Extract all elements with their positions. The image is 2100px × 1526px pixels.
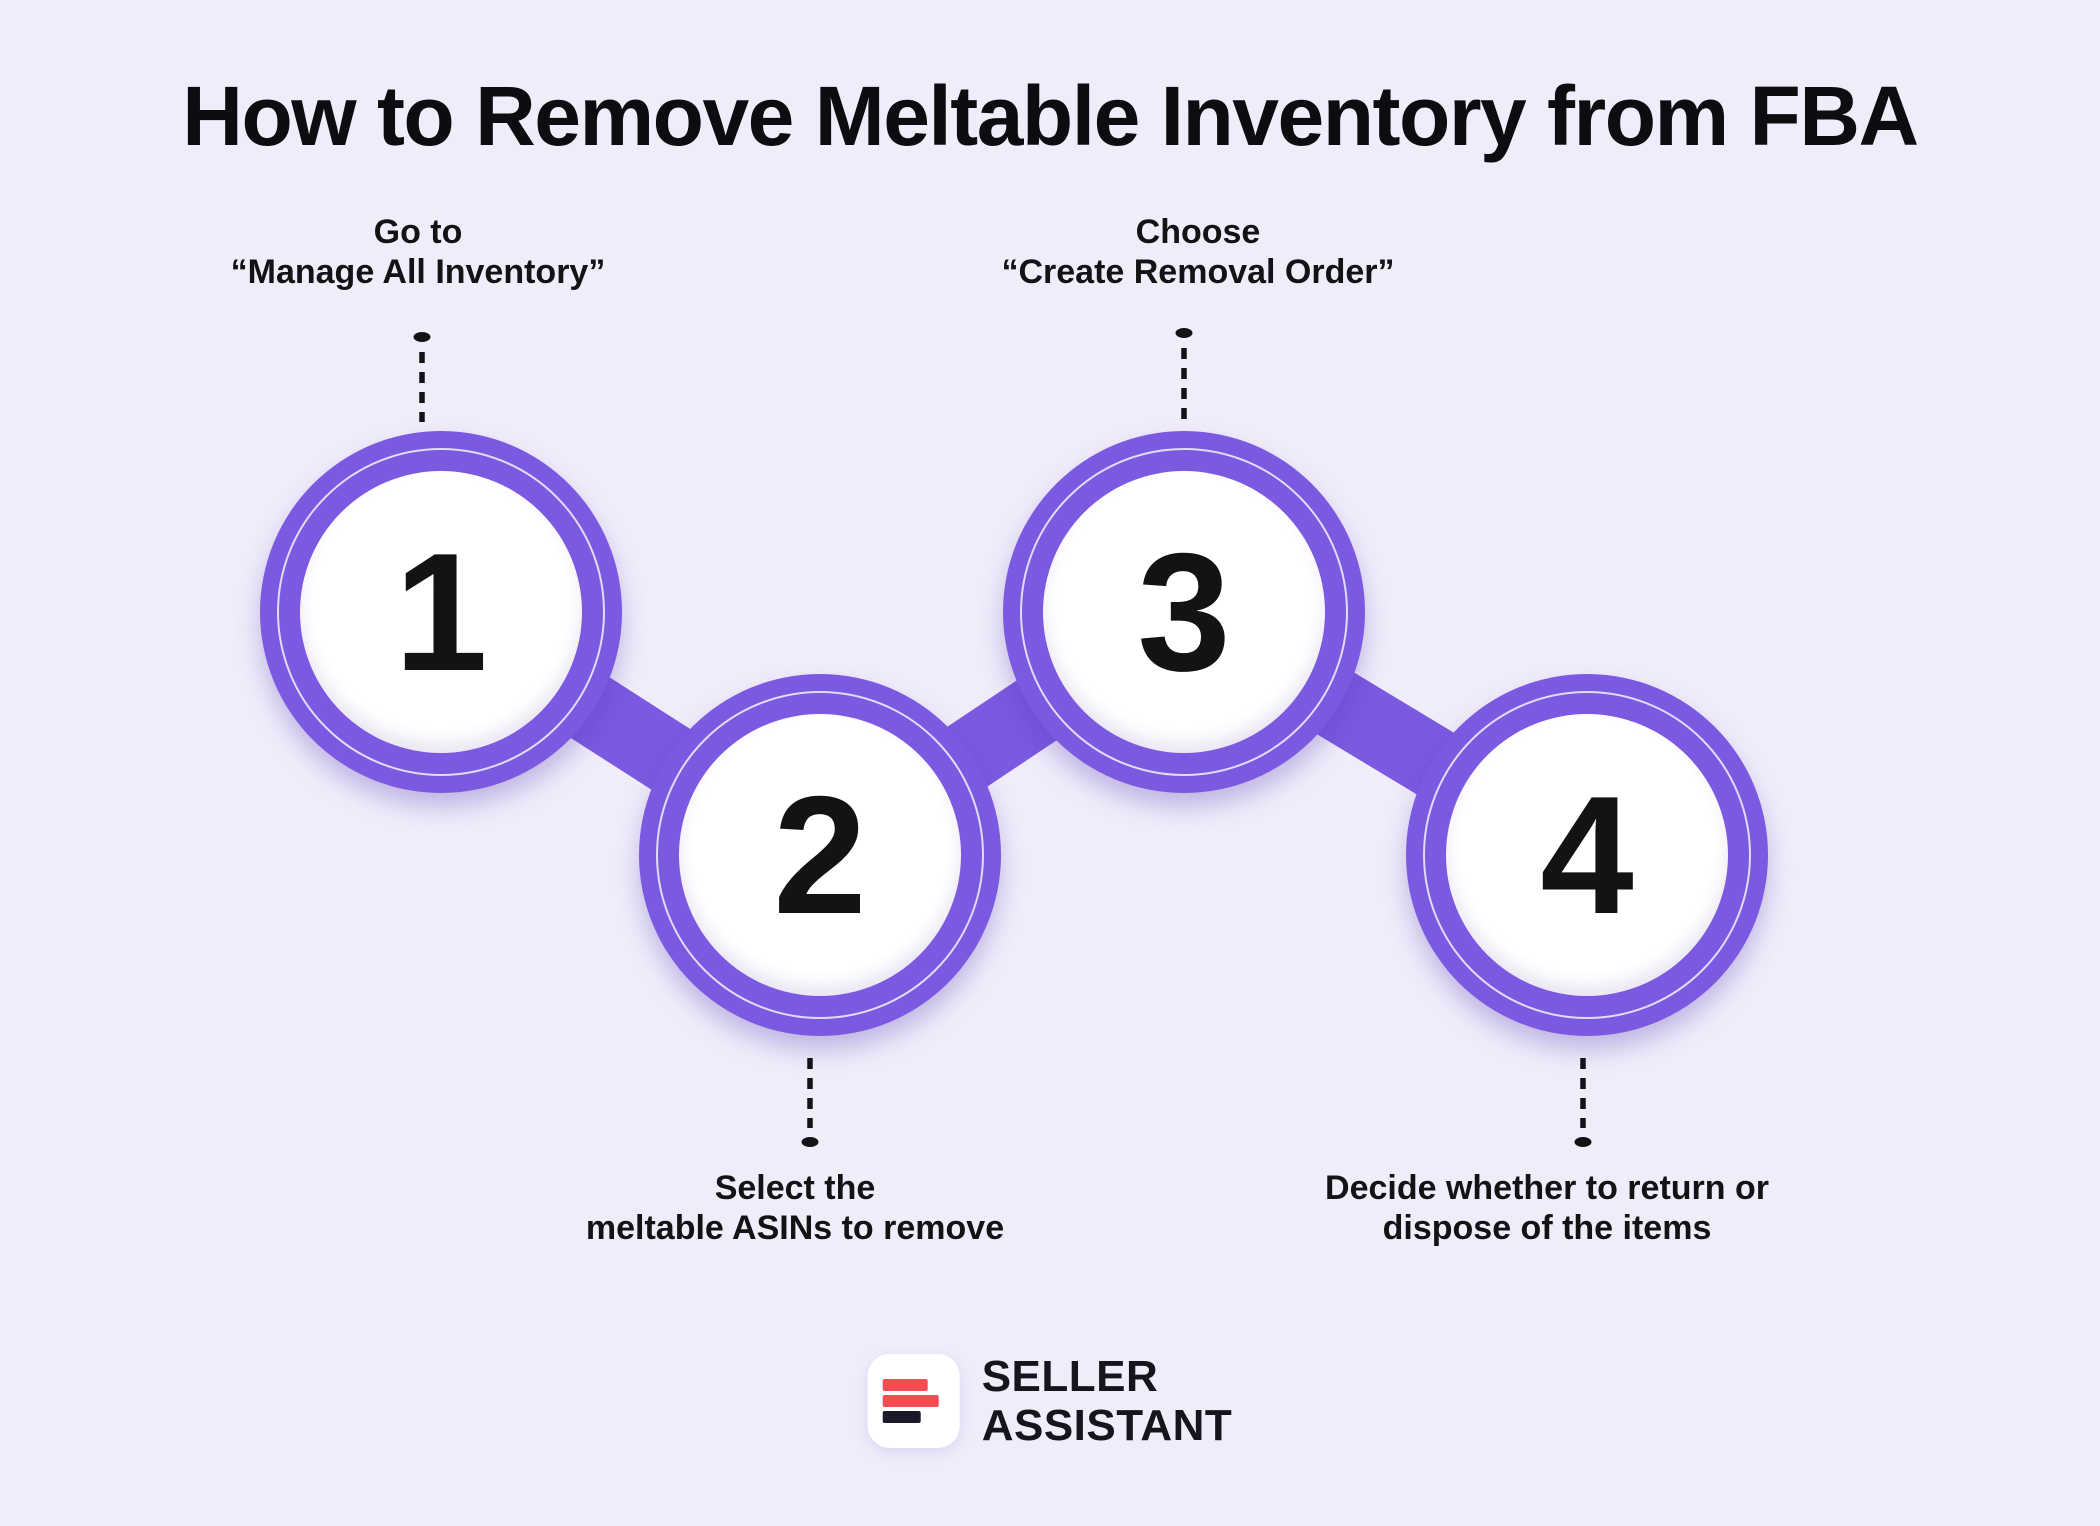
step-label-1-line2: “Manage All Inventory”: [230, 253, 606, 292]
logo-wordmark-line2: ASSISTANT: [981, 1401, 1233, 1451]
step-number-3: 3: [1137, 518, 1231, 706]
step-label-3-line1: Choose: [1135, 213, 1261, 251]
step-label-1-line1: Go to: [373, 213, 463, 251]
step-circle-3: 3: [1003, 431, 1365, 793]
seller-assistant-logo-icon: [867, 1354, 960, 1449]
logo-bar-dark-bottom: [882, 1411, 921, 1424]
step-label-2: Select the meltable ASINs to remove: [586, 1168, 1004, 1248]
leader-dot-step2: [801, 1137, 819, 1147]
seller-assistant-logo: SELLER ASSISTANT: [867, 1352, 1233, 1451]
step-label-1: Go to “Manage All Inventory”: [231, 212, 606, 292]
step-label-4-line1: Decide whether to return or: [1325, 1169, 1769, 1207]
circle-hairline-4: [1423, 691, 1751, 1019]
step-label-2-line1: Select the: [714, 1169, 876, 1207]
circle-hairline-2: [656, 691, 984, 1019]
circle-inner-1: [300, 471, 582, 753]
page-title: How to Remove Meltable Inventory from FB…: [182, 69, 1919, 163]
step-label-4-line2: dispose of the items: [1382, 1209, 1712, 1248]
leader-dot-step1: [413, 332, 431, 342]
step-circle-1: 1: [260, 431, 622, 793]
circle-inner-2: [679, 714, 961, 996]
step-number-4: 4: [1540, 761, 1634, 949]
leader-dot-step4: [1574, 1137, 1592, 1147]
step-label-3-line2: “Create Removal Order”: [1001, 253, 1395, 292]
circle-hairline-3: [1020, 448, 1348, 776]
step-label-3: Choose “Create Removal Order”: [1001, 212, 1394, 292]
step-circle-4: 4: [1406, 674, 1768, 1036]
step-label-4: Decide whether to return or dispose of t…: [1325, 1168, 1769, 1248]
circle-inner-4: [1446, 714, 1728, 996]
logo-wordmark: SELLER ASSISTANT: [982, 1352, 1233, 1451]
step-number-2: 2: [773, 761, 867, 949]
circle-inner-3: [1043, 471, 1325, 753]
logo-bar-red-middle: [882, 1395, 939, 1408]
step-label-2-line2: meltable ASINs to remove: [585, 1209, 1005, 1248]
logo-wordmark-line1: SELLER: [981, 1352, 1159, 1401]
logo-bar-red-top: [882, 1379, 928, 1392]
leader-dot-step3: [1175, 328, 1193, 338]
step-number-1: 1: [394, 518, 488, 706]
step-circle-2: 2: [639, 674, 1001, 1036]
circle-hairline-1: [277, 448, 605, 776]
